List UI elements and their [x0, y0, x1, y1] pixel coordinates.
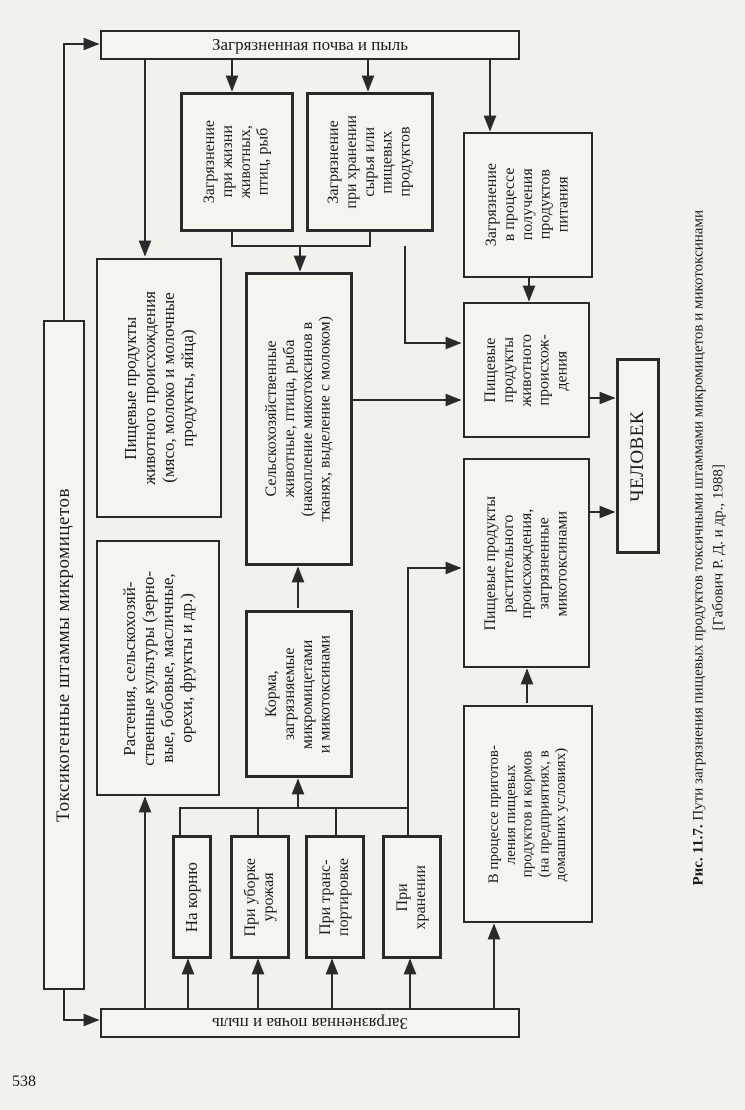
human-label: ЧЕЛОВЕК: [627, 410, 649, 502]
figure-number: Рис. 11.7.: [689, 824, 706, 886]
soil-bottom-label: Загрязненная почва и пыль: [212, 1014, 408, 1033]
source-harvest-label: При уборке урожая: [242, 857, 277, 937]
source-transport-label: При транс- портировке: [317, 858, 352, 936]
toxigenic-strains-label: Токсикогенные штаммы микромицетов: [53, 487, 75, 823]
figure-caption: Рис. 11.7. Пути загрязнения пищевых прод…: [668, 130, 728, 965]
plant-food-label: Пищевые продукты растительного происхожд…: [481, 495, 571, 631]
toxigenic-strains-box: Токсикогенные штаммы микромицетов: [43, 320, 85, 990]
source-storage-label: При хранении: [394, 864, 429, 930]
contamination-processing-box: Загрязнение в процессе получения продукт…: [463, 132, 593, 278]
animal-food-right-box: Пищевые продукты животного происхож- ден…: [463, 302, 590, 438]
source-harvest-box: При уборке урожая: [230, 835, 290, 959]
figure-caption-text: Пути загрязнения пищевых продуктов токси…: [689, 209, 727, 821]
source-transport-box: При транс- портировке: [305, 835, 365, 959]
source-on-root-label: На корню: [182, 861, 202, 933]
plants-box: Растения, сельскохозяй- ственные культур…: [96, 540, 220, 796]
soil-top-label: Загрязненная почва и пыль: [212, 35, 408, 54]
farm-animals-label: Сельскохозяйственные животные, птица, ры…: [263, 316, 334, 522]
animal-food-left-box: Пищевые продукты животного происхождения…: [96, 258, 222, 518]
contamination-life-box: Загрязнение при жизни животных, птиц, ры…: [180, 92, 294, 232]
animal-food-left-label: Пищевые продукты животного происхождения…: [120, 291, 198, 485]
contamination-life-label: Загрязнение при жизни животных, птиц, ры…: [201, 120, 272, 204]
contamination-raw-storage-box: Загрязнение при хранении сырья или пищев…: [306, 92, 434, 232]
soil-top-bar: Загрязненная почва и пыль: [100, 30, 520, 60]
plants-label: Растения, сельскохозяй- ственные культур…: [119, 570, 197, 766]
human-box: ЧЕЛОВЕК: [616, 358, 660, 554]
farm-animals-box: Сельскохозяйственные животные, птица, ры…: [245, 272, 353, 566]
plant-food-box: Пищевые продукты растительного происхожд…: [463, 458, 590, 668]
preparation-label: В процессе приготов- ления пищевых проду…: [486, 744, 570, 884]
preparation-box: В процессе приготов- ления пищевых проду…: [463, 705, 593, 923]
page-number: 538: [12, 1073, 36, 1090]
contamination-processing-label: Загрязнение в процессе получения продукт…: [483, 163, 572, 247]
feed-label: Корма, загрязняемые микромицетами и мико…: [263, 634, 334, 754]
feed-box: Корма, загрязняемые микромицетами и мико…: [245, 610, 353, 778]
animal-food-right-label: Пищевые продукты животного происхож- ден…: [481, 333, 571, 407]
source-storage-box: При хранении: [382, 835, 442, 959]
soil-bottom-bar: Загрязненная почва и пыль: [100, 1008, 520, 1038]
source-on-root-box: На корню: [172, 835, 212, 959]
contamination-raw-storage-label: Загрязнение при хранении сырья или пищев…: [325, 115, 414, 209]
